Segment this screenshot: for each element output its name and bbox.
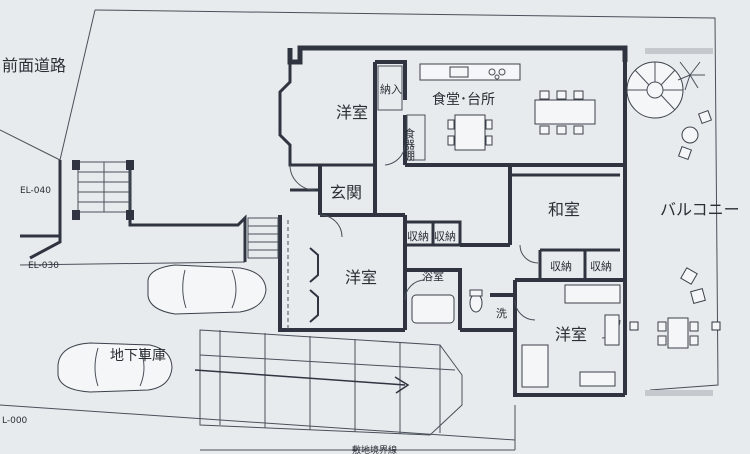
plant-icon xyxy=(677,61,705,91)
spiral-stair xyxy=(626,61,684,119)
dining-table xyxy=(447,90,596,151)
washroom-label: 洗 xyxy=(496,307,507,320)
storage-d-label: 収納 xyxy=(590,260,612,273)
balcony-edge-top xyxy=(645,48,713,54)
exterior-stair xyxy=(72,160,134,220)
western-room-3-label: 洋室 xyxy=(555,325,587,344)
car-icon-lower xyxy=(57,342,173,393)
site-outline xyxy=(0,9,719,451)
elevation-030-label: EL-030 xyxy=(28,261,59,271)
bath-fixtures xyxy=(411,289,483,324)
boundary-line-label: 敷地境界線 xyxy=(352,444,397,454)
western-room-1-label: 洋室 xyxy=(336,103,368,122)
storage-nou-closet xyxy=(377,65,403,111)
bathroom-label: 浴室 xyxy=(422,269,444,283)
balcony-label: バルコニー xyxy=(660,200,740,219)
storage-b-label: 収納 xyxy=(434,230,456,243)
elevation-040-label: EL-040 xyxy=(20,186,51,196)
storage-nou-label: 納入 xyxy=(380,83,402,96)
balcony-edge-bottom xyxy=(645,390,713,396)
storage-a-label: 収納 xyxy=(407,230,429,243)
kitchen-counter xyxy=(419,63,521,81)
dish-shelf-label: 食器棚 xyxy=(403,127,416,162)
japanese-room-label: 和室 xyxy=(548,200,580,219)
bedroom-furniture xyxy=(521,284,621,388)
underground-garage-label: 地下車庫 xyxy=(110,347,166,364)
building-walls xyxy=(278,45,628,397)
entrance-label: 玄関 xyxy=(330,183,362,202)
dish-shelf-box xyxy=(406,114,426,161)
dining-kitchen-label: 食堂･台所 xyxy=(432,91,495,108)
garage-ramp xyxy=(199,329,463,436)
garage-ramp-steps xyxy=(247,217,289,330)
western-room-2-label: 洋室 xyxy=(345,268,377,287)
storage-c-label: 収納 xyxy=(550,260,572,273)
front-road-label: 前面道路 xyxy=(2,56,66,75)
balcony-furniture xyxy=(629,109,721,349)
car-icon-upper xyxy=(147,264,267,315)
garage-arrow xyxy=(194,369,410,394)
elevation-000-label: L-000 xyxy=(2,416,28,426)
